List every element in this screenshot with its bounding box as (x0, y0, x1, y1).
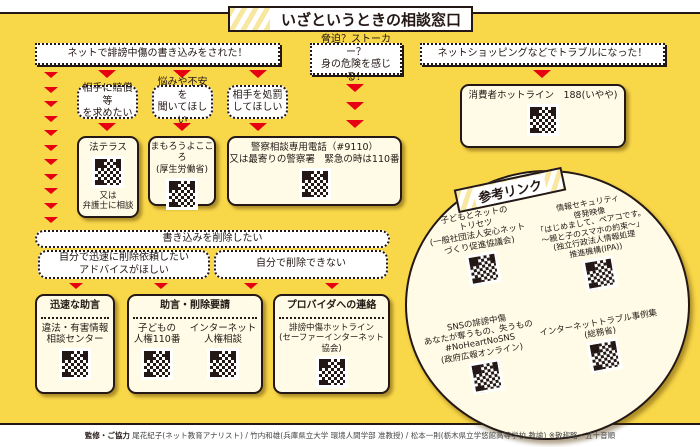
arrow-down-icon (173, 123, 191, 131)
qr-code[interactable] (315, 356, 348, 389)
arrow-down-icon (346, 84, 364, 92)
card-police: 警察相談専用電話（#9110） 又は最寄りの警察署 緊急の時は110番 (227, 136, 402, 206)
arrow-down-icon (173, 70, 191, 78)
arrow-down-icon (244, 283, 258, 289)
situation-threat: 脅迫？ストーカー？ 身の危険を感じる！ (310, 34, 402, 83)
arrow-down-icon (44, 159, 58, 165)
arrow-down-icon (98, 123, 116, 131)
arrow-down-icon (346, 102, 364, 110)
footer-credits: 監修・ご協力 尾花紀子(ネット教育アナリスト) / 竹内和雄(兵庫県立大学 環境… (84, 431, 616, 440)
arrow-down-icon (533, 70, 551, 78)
qr-code[interactable] (141, 348, 174, 381)
delete-self: 自分で迅速に削除依頼したい アドバイスがほしい (38, 250, 210, 279)
arrow-down-icon (44, 144, 58, 151)
delete-cannot: 自分で削除できない (214, 250, 388, 279)
card-mamorou: まもろうよこころ (厚生労働省) (148, 136, 216, 210)
arrow-down-icon (154, 283, 168, 289)
arrow-down-icon (44, 188, 58, 194)
arrow-down-icon (69, 283, 83, 289)
delete-main: 書き込みを削除したい (35, 230, 390, 248)
qr-code[interactable] (585, 337, 623, 375)
card-consumer-hotline: 消費者ホットライン 188(いやや) (460, 84, 626, 148)
arrow-down-icon (325, 283, 339, 289)
arrow-down-icon (44, 115, 58, 122)
qr-code[interactable] (467, 357, 505, 395)
arrow-down-icon (249, 123, 267, 131)
arrow-down-icon (249, 70, 267, 78)
qr-code[interactable] (298, 167, 331, 200)
situation-shopping: ネットショッピングなどでトラブルになった！ (420, 43, 665, 65)
arrow-down-icon (44, 101, 58, 107)
arrow-down-icon (44, 86, 58, 93)
arrow-down-icon (98, 70, 116, 78)
qr-code[interactable] (92, 155, 124, 188)
qr-code[interactable] (464, 249, 503, 287)
arrow-down-icon (44, 130, 58, 136)
qr-code[interactable] (166, 177, 198, 210)
qr-code[interactable] (59, 348, 91, 381)
page-title: いざというときの相談窓口 (228, 6, 473, 32)
qr-code[interactable] (527, 103, 559, 136)
need-counseling: 悩みや不安を 聞いてほしい (152, 77, 213, 126)
qr-code[interactable] (207, 348, 240, 381)
arrow-down-icon (44, 173, 58, 180)
reference-links-circle (405, 170, 690, 440)
qr-code[interactable] (581, 254, 619, 292)
need-punishment: 相手を処罰 してほしい (227, 85, 288, 119)
situation-defamation: ネットで誹謗中傷の書き込みをされた！ (35, 43, 280, 65)
arrow-down-icon (44, 202, 58, 209)
arrow-down-icon (44, 72, 58, 78)
card-houterasu: 法テラス 又は 弁護士に相談 (77, 136, 139, 218)
need-compensation: 相手に賠償等 を求めたい (77, 83, 138, 119)
card-quick-advice: 迅速な助言 違法・有害情報 相談センター (35, 294, 115, 394)
card-provider-contact: プロバイダへの連絡 誹謗中傷ホットライン (セーファーインターネット協会) (273, 294, 390, 394)
arrow-down-icon (44, 217, 58, 223)
arrow-down-icon (346, 120, 364, 128)
card-advice-deletion: 助言・削除要請 子どもの 人権110番 インターネット 人権相談 (127, 294, 263, 394)
